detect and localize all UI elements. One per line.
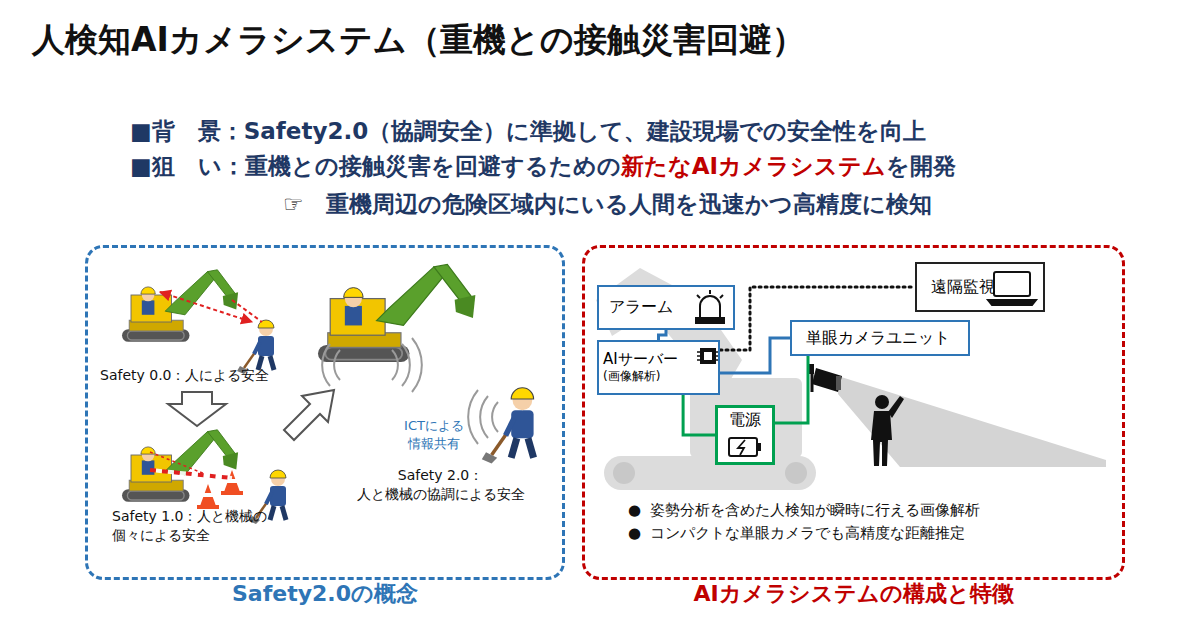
box-text: 遠隔監視 — [931, 277, 995, 298]
connector — [683, 395, 715, 435]
text-line: ☞ 重機周辺の危険区域内にいる人間を迅速かつ高精度に検知 — [283, 189, 932, 220]
bullet-text: ■背 景： — [130, 116, 244, 147]
title: 人検知AIカメラシステム（重機との接触災害回避） — [32, 18, 805, 63]
bullet-text: 重機との接触災害を回避するための — [245, 151, 621, 182]
text-line: ■背 景：Safety2.0（協調安全）に準拠して、建設現場での安全性を向上 — [130, 116, 926, 147]
box-text: AIサーバー — [603, 350, 678, 370]
note-text: ICTによる 情報共有 — [388, 417, 480, 452]
panel-caption: AIカメラシステムの構成と特徴 — [545, 579, 1162, 609]
note-text: 姿勢分析を含めた人検知が瞬時に行える画像解析 — [650, 500, 980, 520]
power-box: 電源 — [715, 405, 775, 465]
note-text: Safety 0.0：人による安全 — [100, 366, 270, 385]
system-panel: AIカメラシステムの構成と特徴遠隔監視アラーム単眼カメラユニットAIサーバー(画… — [582, 245, 1125, 580]
note-text: ● — [628, 500, 641, 520]
concept-panel: Safety2.0の概念 — [85, 245, 565, 580]
box-text: アラーム — [609, 297, 673, 318]
note-text: Safety 2.0： 人と機械の協調による安全 — [338, 466, 543, 504]
alarm-box: アラーム — [597, 285, 735, 330]
bullet-text: Safety2.0（協調安全）に準拠して、建設現場での安全性を向上 — [244, 116, 926, 147]
connector — [720, 338, 790, 373]
bullet-text: ☞ — [283, 191, 304, 217]
connector — [775, 356, 808, 423]
bullet-text: を開発 — [886, 151, 956, 182]
note-text: コンパクトな単眼カメラでも高精度な距離推定 — [650, 523, 965, 543]
camera-unit-box: 単眼カメラユニット — [790, 320, 970, 356]
server-box: AIサーバー(画像解析) — [597, 340, 720, 395]
box-text: 単眼カメラユニット — [806, 328, 950, 349]
note-text: ● — [628, 523, 641, 543]
bullet-text: 新たなAIカメラシステム — [621, 151, 886, 182]
panel-caption: Safety2.0の概念 — [48, 579, 602, 609]
text-line: ■狙 い：重機との接触災害を回避するための新たなAIカメラシステムを開発 — [130, 151, 956, 182]
bullet-text: ■狙 い： — [130, 151, 245, 182]
box-text: 電源 — [729, 410, 761, 431]
connector — [659, 330, 667, 340]
note-text: Safety 1.0：人と機械の 個々による安全 — [112, 507, 297, 545]
box-text: (画像解析) — [603, 369, 660, 385]
monitor-box: 遠隔監視 — [915, 262, 1045, 312]
bullet-text: 重機周辺の危険区域内にいる人間を迅速かつ高精度に検知 — [326, 189, 932, 220]
